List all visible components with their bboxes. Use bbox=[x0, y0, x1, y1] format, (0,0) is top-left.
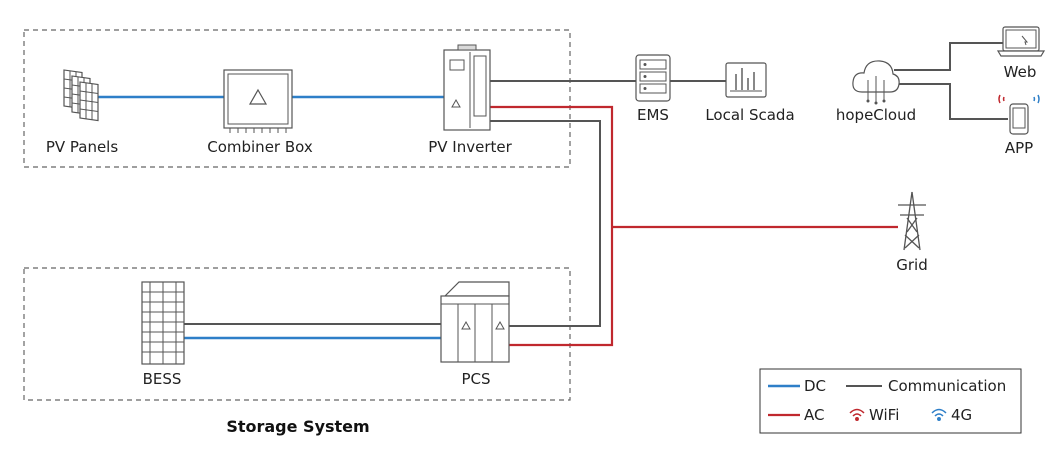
pv-inverter-label: PV Inverter bbox=[428, 138, 512, 156]
legend-dc-label: DC bbox=[804, 377, 826, 395]
grid-label: Grid bbox=[896, 256, 927, 274]
ems-label: EMS bbox=[637, 106, 669, 124]
comm-line-inverter-pcs bbox=[490, 120, 601, 327]
bess-icon bbox=[141, 281, 185, 365]
pv-inverter-icon bbox=[443, 44, 491, 131]
ems-icon bbox=[635, 54, 671, 102]
local-scada-label: Local Scada bbox=[705, 106, 794, 124]
4g-signal-icon bbox=[1033, 94, 1040, 104]
wifi-signal-icon bbox=[998, 94, 1005, 104]
storage-system-label: Storage System bbox=[226, 417, 369, 436]
smartphone-icon bbox=[998, 94, 1040, 135]
legend-wifi-icon bbox=[849, 408, 865, 421]
pv-panels-label: PV Panels bbox=[46, 138, 119, 156]
grid-tower-icon bbox=[898, 191, 926, 251]
legend-4g-label: 4G bbox=[951, 406, 972, 424]
app-label: APP bbox=[1005, 139, 1033, 157]
legend-box bbox=[759, 368, 1022, 434]
combiner-box-icon bbox=[223, 69, 293, 133]
comm-line-cloud-app bbox=[894, 83, 1008, 120]
combiner-box-label: Combiner Box bbox=[207, 138, 313, 156]
hopecloud-label: hopeCloud bbox=[836, 106, 916, 124]
web-label: Web bbox=[1004, 63, 1037, 81]
pv-system-box bbox=[23, 29, 571, 168]
storage-system-box bbox=[23, 267, 571, 401]
legend-ac-label: AC bbox=[804, 406, 824, 424]
legend: DC Communication AC WiFi 4G bbox=[759, 368, 1022, 434]
pcs-icon bbox=[440, 281, 510, 363]
local-scada-icon bbox=[725, 62, 767, 98]
legend-4g-icon bbox=[931, 408, 947, 421]
comm-line-cloud-web bbox=[894, 42, 1003, 71]
pcs-label: PCS bbox=[461, 370, 490, 388]
legend-wifi-label: WiFi bbox=[869, 406, 899, 424]
pv-panels-icon bbox=[63, 69, 99, 122]
legend-communication-label: Communication bbox=[888, 377, 1006, 395]
bess-label: BESS bbox=[143, 370, 182, 388]
hopecloud-icon bbox=[852, 60, 900, 105]
laptop-icon bbox=[996, 26, 1046, 57]
